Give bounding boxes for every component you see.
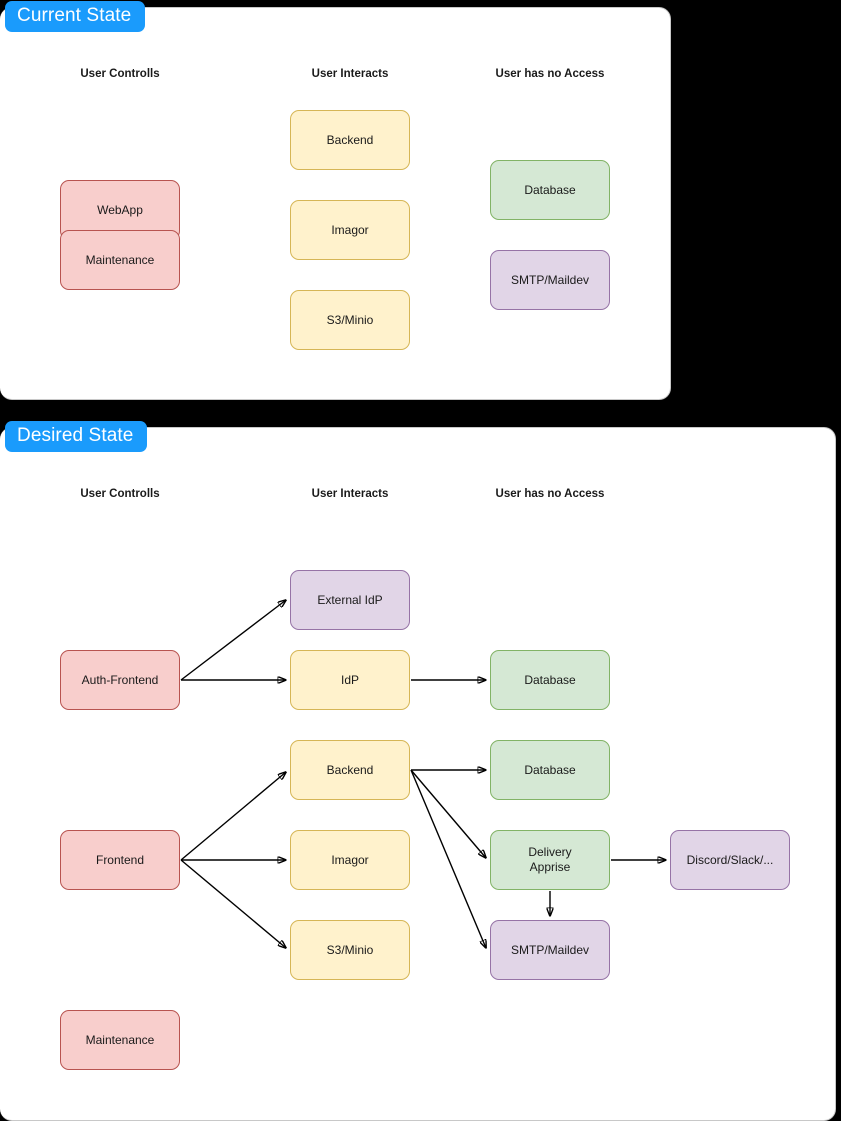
node-auth-frontend-desired[interactable]: Auth-Frontend (60, 650, 180, 710)
node-backend-desired[interactable]: Backend (290, 740, 410, 800)
node-s3minio-current[interactable]: S3/Minio (290, 290, 410, 350)
column-header-user-controls-desired: User Controlls (80, 488, 160, 500)
tab-desired-state[interactable]: Desired State (5, 421, 148, 452)
node-s3minio-desired[interactable]: S3/Minio (290, 920, 410, 980)
node-discord-slack-desired[interactable]: Discord/Slack/... (670, 830, 790, 890)
node-backend-current[interactable]: Backend (290, 110, 410, 170)
node-smtp-maildev-desired[interactable]: SMTP/Maildev (490, 920, 610, 980)
node-database-idp-desired[interactable]: Database (490, 650, 610, 710)
node-imagor-desired[interactable]: Imagor (290, 830, 410, 890)
node-database-backend-desired[interactable]: Database (490, 740, 610, 800)
column-header-user-controls-current: User Controlls (80, 68, 160, 80)
column-header-user-no-access-desired: User has no Access (495, 488, 605, 500)
node-imagor-current[interactable]: Imagor (290, 200, 410, 260)
node-maintenance-desired[interactable]: Maintenance (60, 1010, 180, 1070)
column-header-user-no-access-current: User has no Access (495, 68, 605, 80)
node-maintenance-current[interactable]: Maintenance (60, 230, 180, 290)
node-smtp-maildev-current[interactable]: SMTP/Maildev (490, 250, 610, 310)
node-database-current[interactable]: Database (490, 160, 610, 220)
node-delivery-apprise-desired[interactable]: Delivery Apprise (490, 830, 610, 890)
node-external-idp-desired[interactable]: External IdP (290, 570, 410, 630)
column-header-user-interacts-desired: User Interacts (311, 488, 389, 500)
tab-current-state[interactable]: Current State (5, 1, 146, 32)
node-frontend-desired[interactable]: Frontend (60, 830, 180, 890)
column-header-user-interacts-current: User Interacts (311, 68, 389, 80)
node-idp-desired[interactable]: IdP (290, 650, 410, 710)
